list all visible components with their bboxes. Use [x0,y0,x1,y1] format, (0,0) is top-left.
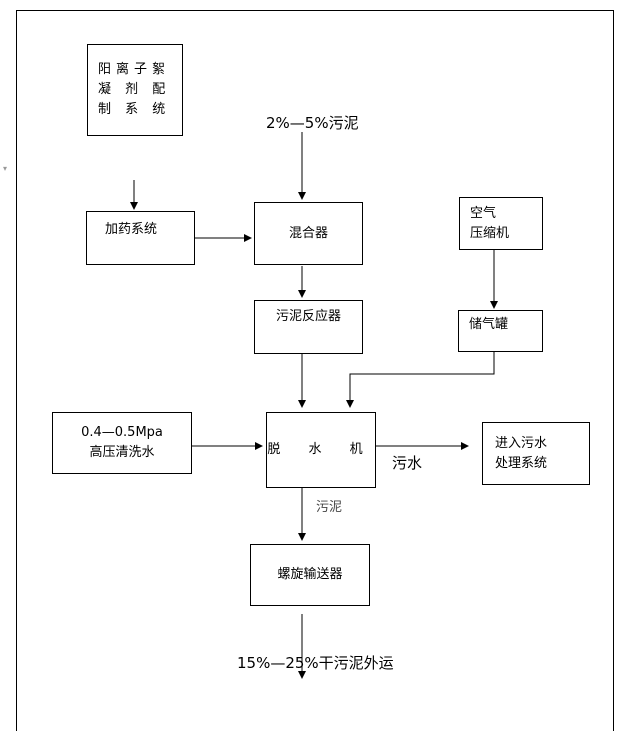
sludge-input-label: 2%—5%污泥 [266,114,359,132]
wastewater-treatment-box: 进入污水 处理系统 [482,422,590,485]
flocculant-line-2: 凝 剂 配 [98,82,171,97]
air-tank-label: 储气罐 [469,317,509,332]
page-frame [16,10,614,731]
mixer-label: 混合器 [288,225,328,241]
dewatering-machine-box: 脱 水 机 [266,412,376,488]
air-tank-box: 储气罐 [458,310,543,352]
treatment-line-2: 处理系统 [495,455,548,471]
air-compressor-box: 空气 压缩机 [459,197,543,250]
air-compressor-line-2: 压缩机 [470,225,510,241]
flocculant-line-1: 阳离子絮 [98,62,171,77]
margin-marker: ▾ [3,164,8,173]
dosing-system-box: 加药系统 [86,211,195,265]
screw-conveyor-box: 螺旋输送器 [250,544,370,606]
dry-sludge-output-label: 15%—25%干污泥外运 [237,654,394,672]
sludge-reactor-box: 污泥反应器 [254,300,363,354]
flocculant-prep-box: 阳离子絮 凝 剂 配 制 系 统 [87,44,183,136]
mixer-box: 混合器 [254,202,363,265]
dosing-system-label: 加药系统 [105,222,158,237]
wastewater-label: 污水 [392,454,423,472]
water-name-label: 高压清洗水 [89,445,155,460]
high-pressure-water-box: 0.4—0.5Mpa 高压清洗水 [52,412,192,474]
sludge-output-label: 污泥 [316,500,343,515]
flocculant-line-3: 制 系 统 [98,102,171,117]
screw-conveyor-label: 螺旋输送器 [277,567,343,582]
water-pressure-label: 0.4—0.5Mpa [81,425,163,440]
air-compressor-line-1: 空气 [470,205,497,221]
sludge-reactor-label: 污泥反应器 [275,309,341,324]
dewatering-machine-label: 脱 水 机 [267,442,375,457]
treatment-line-1: 进入污水 [495,435,548,451]
